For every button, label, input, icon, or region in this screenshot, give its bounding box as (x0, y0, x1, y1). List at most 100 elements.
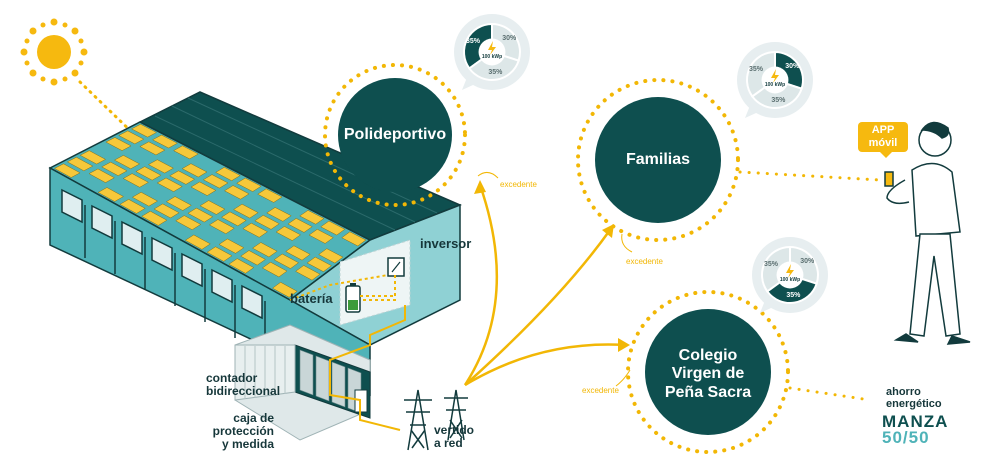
solar-panel (275, 226, 301, 241)
logo-line-2: 50/50 (882, 428, 930, 447)
solar-panel (105, 137, 132, 151)
solar-panel (173, 145, 199, 160)
solar-panel (285, 245, 311, 261)
solar-panel (131, 123, 158, 138)
colegio-logo-connector (788, 386, 872, 402)
solar-panel (97, 187, 124, 202)
familias-pie (737, 42, 813, 118)
pie-slice (467, 50, 520, 81)
solar-panel (152, 134, 178, 149)
familias-ring (576, 78, 740, 242)
polideportivo-label: Polideportivo (343, 126, 447, 143)
familias-app-connector (738, 170, 882, 182)
vertido-line-1: vertido (434, 423, 475, 437)
vertido-label: vertido a red (434, 423, 475, 451)
pie-share-label: 35% (786, 292, 801, 300)
solar-panel (221, 211, 247, 227)
solar-panel (252, 242, 278, 258)
solar-panel (254, 215, 280, 230)
battery-room (339, 239, 411, 326)
solar-panel (139, 141, 166, 156)
colegio-line-3: Peña Sacra (664, 383, 752, 401)
solar-panel (306, 256, 332, 272)
solar-panel (181, 163, 208, 178)
excedente-arrows (477, 172, 633, 387)
app-line-1: APP (871, 124, 895, 136)
ahorro-line-2: energético (886, 398, 942, 411)
solar-panel (266, 207, 292, 222)
solar-panel (79, 150, 107, 165)
internal-wiring (289, 274, 396, 301)
solar-panel (215, 167, 241, 181)
solar-panel (206, 246, 233, 262)
solar-panel (318, 248, 344, 264)
app-movil-badge: APP móvil (858, 122, 908, 158)
pie-share-label: 30% (502, 35, 517, 43)
inversor-label: inversor (420, 236, 472, 251)
ahorro-line-1: ahorro (886, 386, 921, 398)
contador-label: contador bidireccional (206, 371, 281, 399)
solar-panel (184, 234, 211, 250)
solar-panel (118, 130, 145, 145)
manza-logo: MANZA 50/50 (882, 412, 949, 447)
solar-panel (208, 219, 235, 235)
solar-panel (169, 170, 196, 185)
solar-panel (218, 238, 245, 254)
solar-panel (295, 265, 321, 281)
app-line-2: móvil (868, 137, 898, 149)
bolt-icon (488, 41, 496, 55)
solar-panel (320, 220, 346, 236)
pie-share-label: 35% (771, 97, 786, 105)
solar-panel (175, 215, 202, 231)
pie-slice (746, 50, 776, 98)
solar-panel (135, 166, 162, 181)
caja-label: caja de protección y medida (210, 411, 274, 452)
pie-share-label: 30% (785, 63, 800, 71)
contador-line-1: contador (206, 371, 258, 385)
solar-panel (54, 163, 81, 178)
familias-label: Familias (625, 151, 691, 168)
colegio-ring (626, 290, 790, 454)
solar-panel (190, 181, 217, 196)
solar-panel (88, 168, 115, 183)
solar-panel (156, 177, 183, 192)
vertido-line-2: a red (434, 436, 463, 451)
bolt-icon (771, 69, 779, 83)
solar-panel (236, 177, 262, 192)
ahorro-label: ahorro energético (886, 386, 942, 410)
meter-wiring (329, 305, 406, 431)
solar-panel (153, 203, 180, 219)
bateria-label: batería (290, 291, 333, 306)
polideportivo-pie (454, 14, 530, 90)
meter-cabinet (234, 324, 371, 441)
polideportivo-ring (323, 63, 467, 207)
solar-panel (228, 258, 255, 274)
solar-panel (272, 281, 298, 298)
solar-panel (308, 229, 334, 244)
pie-share-label: 35% (749, 66, 764, 74)
excedente-label-1: excedente (500, 180, 537, 189)
solar-panel (202, 174, 229, 189)
colegio-label: Colegio Virgen de Peña Sacra (645, 347, 771, 402)
contador-line-2: bidireccional (206, 384, 281, 399)
sun-icon (20, 18, 88, 86)
solar-panel (299, 210, 325, 225)
logo-line-1: MANZA (882, 412, 949, 431)
solar-panel (341, 231, 367, 247)
arrow-heads (474, 180, 630, 352)
solar-panel (223, 185, 250, 200)
caja-line-1: caja de (233, 411, 274, 425)
solar-panel (199, 200, 226, 215)
caja-line-2: protección (212, 424, 274, 439)
solar-panel (147, 159, 174, 174)
person-illustration (884, 121, 971, 345)
pie-slice (765, 273, 818, 304)
solar-panel (113, 155, 141, 170)
solar-panel (122, 173, 149, 188)
colegio-line-2: Virgen de (671, 365, 745, 383)
colegio-node (645, 309, 771, 435)
caja-line-3: y medida (221, 437, 274, 452)
polideportivo-node (338, 78, 452, 192)
excedente-label-2: excedente (626, 257, 663, 266)
